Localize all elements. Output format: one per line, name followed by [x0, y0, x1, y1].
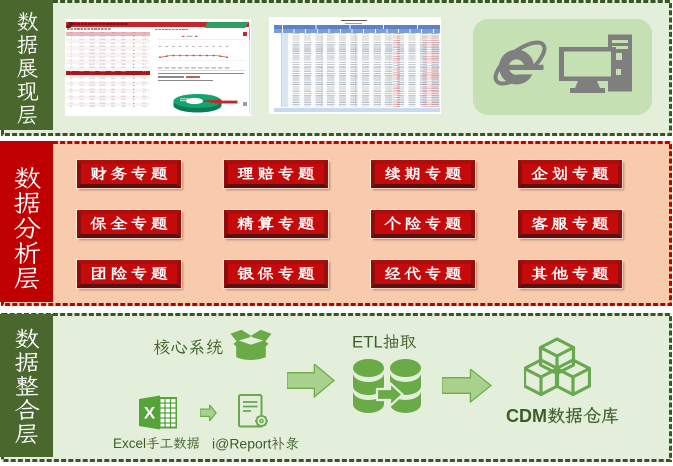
- svg-text:i@Report: i@Report: [212, 435, 271, 451]
- svg-text:ETL: ETL: [352, 332, 383, 351]
- svg-text:X: X: [143, 403, 155, 422]
- svg-text:Excel: Excel: [113, 436, 146, 451]
- svg-text:CDM: CDM: [506, 406, 547, 426]
